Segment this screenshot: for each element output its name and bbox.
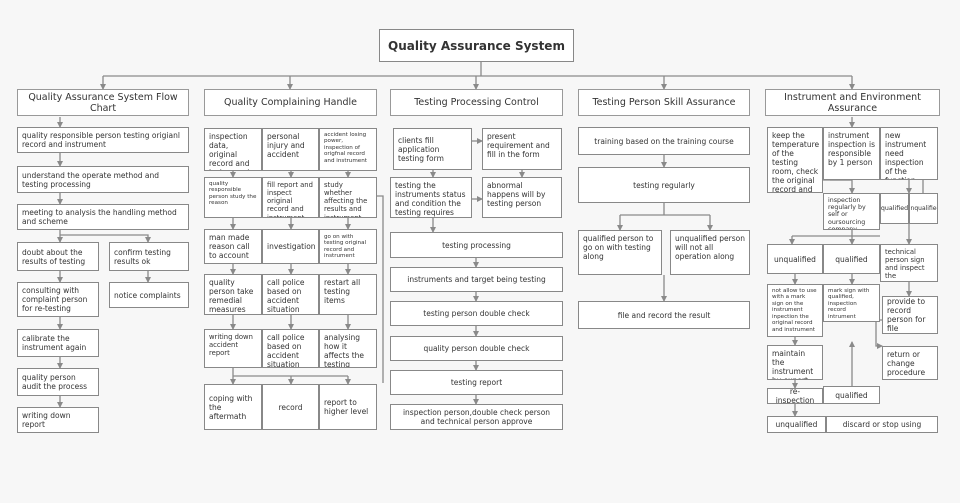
complaint-step-box: inspection data, original record and ins…: [204, 128, 262, 171]
skill-step-box: file and record the result: [578, 301, 750, 329]
instrument-step-box: re-inspection: [767, 388, 823, 404]
complaint-step-box: man made reason call to account: [204, 229, 262, 264]
instrument-step-box: unqualified: [767, 244, 823, 274]
complaint-step-box: personal injury and accident: [262, 128, 319, 171]
flow-step-box: calibrate the instrument again: [17, 329, 99, 357]
complaint-step-box: study whether affecting the results and …: [319, 177, 377, 218]
processing-step-box: present requirement and fill in the form: [482, 128, 562, 170]
processing-step-box: quality person double check: [390, 336, 563, 361]
instrument-step-box: qualified: [823, 386, 880, 404]
complaint-step-box: quality responsible person study the rea…: [204, 177, 262, 218]
instrument-step-box: mark sign with qualified, inspection rec…: [823, 284, 880, 322]
complaint-step-box: quality person take remedial measures: [204, 274, 262, 315]
processing-step-box: testing the instruments status and condi…: [390, 177, 472, 218]
processing-step-box: instruments and target being testing: [390, 267, 563, 292]
flow-step-box: writing down report: [17, 407, 99, 433]
complaint-step-box: coping with the aftermath: [204, 384, 262, 430]
processing-step-box: abnormal happens will by testing person: [482, 177, 562, 218]
processing-step-box: testing report: [390, 370, 563, 395]
complaint-step-box: call police based on accident situation: [262, 274, 319, 315]
instrument-step-box: unqualified: [909, 193, 938, 224]
instrument-step-box: provide to record person for file: [882, 296, 938, 334]
processing-step-box: testing person double check: [390, 301, 563, 326]
flow-step-box: quality person audit the process: [17, 368, 99, 396]
flow-step-box: meeting to analysis the handling method …: [17, 204, 189, 230]
skill-step-box: unqualified person will not all operatio…: [670, 230, 750, 275]
instrument-step-box: keep the temperature of the testing room…: [767, 127, 823, 193]
complaint-step-box: fill report and inspect original record …: [262, 177, 319, 218]
instrument-step-box: unqualified: [767, 416, 826, 433]
column-header-complaining: Quality Complaining Handle: [204, 89, 377, 116]
column-header-processing: Testing Processing Control: [390, 89, 563, 116]
skill-step-box: testing regularly: [578, 167, 750, 203]
instrument-step-box: qualified: [823, 244, 880, 274]
instrument-step-box: qualified: [880, 193, 909, 224]
flow-step-box: consulting with complaint person for re-…: [17, 282, 99, 317]
flow-step-box: confirm testing results ok: [109, 242, 189, 271]
instrument-step-box: return or change procedure: [882, 346, 938, 380]
column-header-skill: Testing Person Skill Assurance: [578, 89, 750, 116]
instrument-step-box: instrument inspection is responsible by …: [823, 127, 880, 180]
flow-step-box: understand the operate method and testin…: [17, 166, 189, 193]
skill-step-box: training based on the training course: [578, 127, 750, 155]
instrument-step-box: maintain the instrument by expert: [767, 345, 823, 380]
complaint-step-box: call police based on accident situation: [262, 329, 319, 368]
complaint-step-box: investigation: [262, 229, 319, 264]
complaint-step-box: report to higher level: [319, 384, 377, 430]
complaint-step-box: record: [262, 384, 319, 430]
processing-step-box: clients fill application testing form: [393, 128, 472, 170]
flow-step-box: notice complaints: [109, 282, 189, 308]
instrument-step-box: technical person sign and inspect the in…: [880, 244, 938, 282]
complaint-step-box: writing down accident report: [204, 329, 262, 368]
complaint-step-box: accident losing power, inspection of ori…: [319, 128, 377, 171]
complaint-step-box: go on with testing original record and i…: [319, 229, 377, 264]
instrument-step-box: inspection regularly by self or oursourc…: [823, 193, 880, 230]
flow-step-box: doubt about the results of testing: [17, 242, 99, 271]
instrument-step-box: new instrument need inspection of the fu…: [880, 127, 938, 180]
skill-step-box: qualified person to go on with testing a…: [578, 230, 662, 275]
page-title: Quality Assurance System: [379, 29, 574, 62]
instrument-step-box: discard or stop using: [826, 416, 938, 433]
instrument-step-box: not allow to use with a mark sign on the…: [767, 284, 823, 337]
column-header-instrument: Instrument and Environment Assurance: [765, 89, 940, 116]
processing-step-box: inspection person,double check person an…: [390, 404, 563, 430]
complaint-step-box: analysing how it affects the testing ite…: [319, 329, 377, 368]
complaint-step-box: restart all testing items: [319, 274, 377, 315]
flow-step-box: quality responsible person testing origi…: [17, 127, 189, 153]
column-header-flow-chart: Quality Assurance System Flow Chart: [17, 89, 189, 116]
processing-step-box: testing processing: [390, 232, 563, 258]
